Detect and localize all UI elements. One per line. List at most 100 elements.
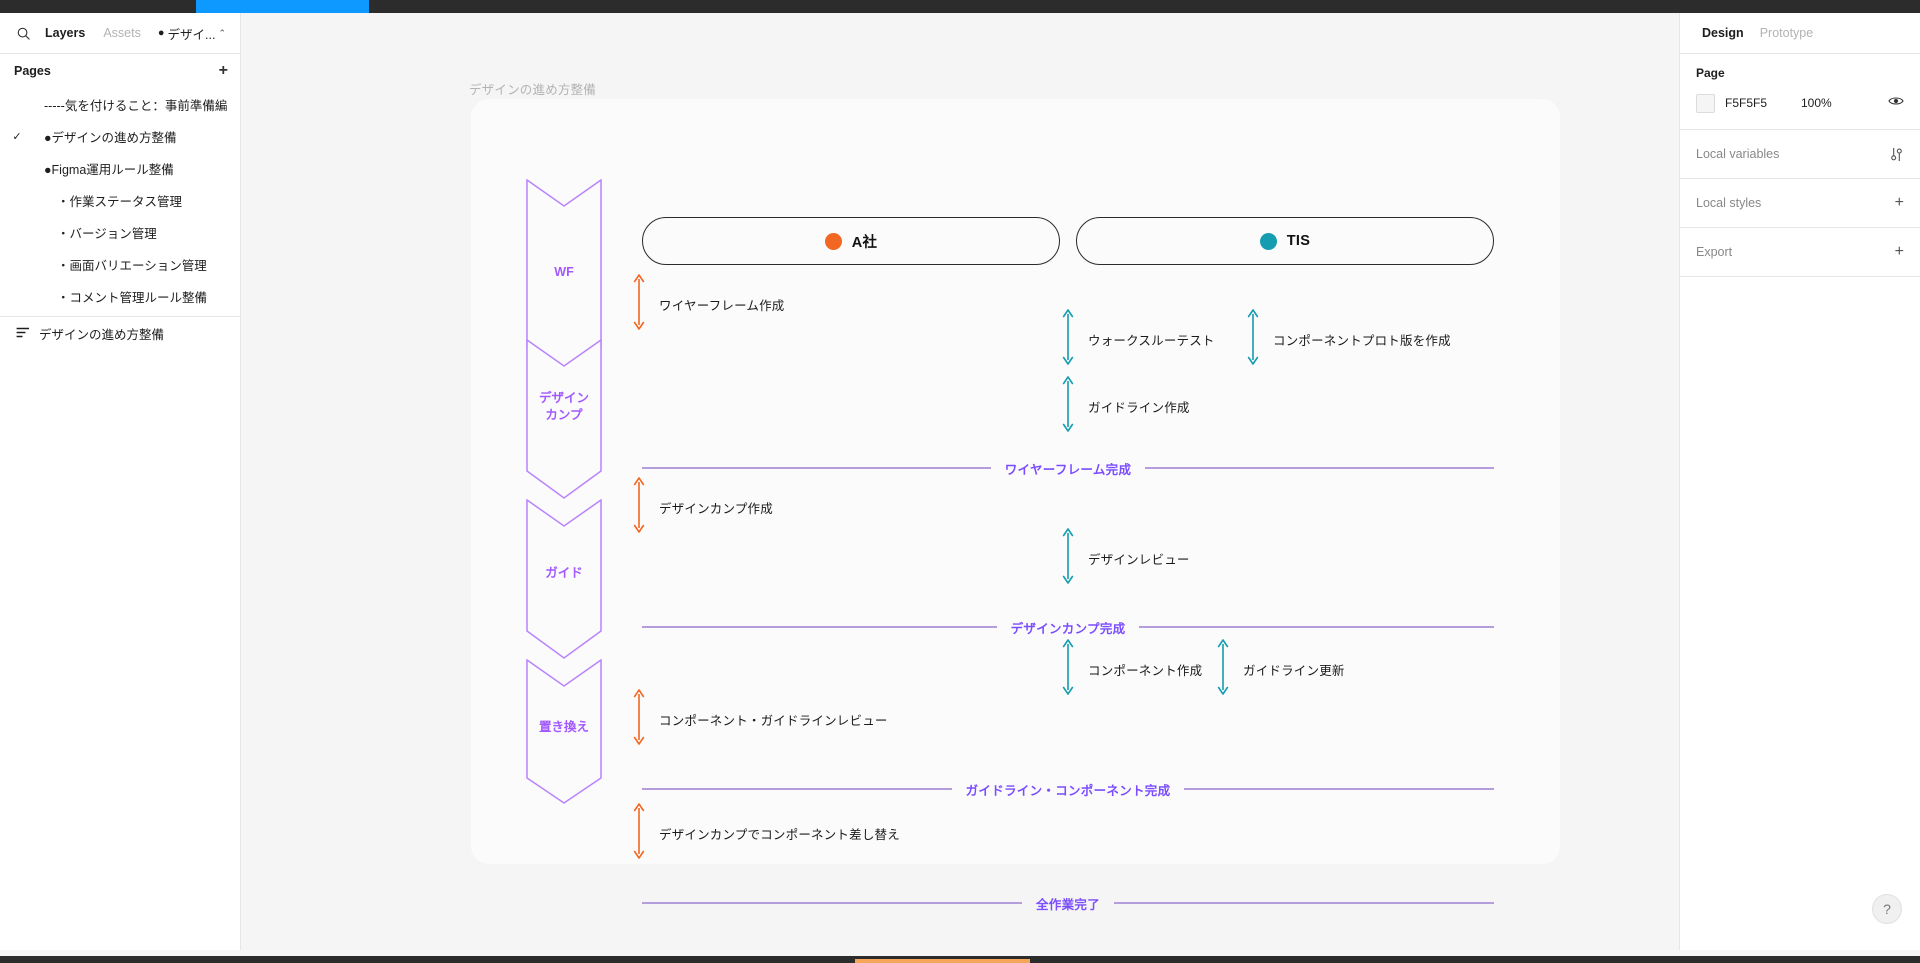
page-fill-row: F5F5F5 100% bbox=[1696, 91, 1904, 115]
task-label-9: デザインカンプでコンポーネント差し替え bbox=[659, 828, 900, 842]
task-label-3: ガイドライン作成 bbox=[1088, 401, 1190, 415]
eye-icon[interactable] bbox=[1888, 94, 1904, 112]
branch-selector[interactable]: ● デザイ... ⌃ bbox=[158, 24, 230, 43]
phase-label-wf: WF bbox=[554, 265, 574, 279]
phase-chevron-comp[interactable]: デザインカンプ bbox=[526, 339, 602, 499]
bottom-toolbar-bar bbox=[0, 956, 1920, 963]
page-item-0[interactable]: -----気を付けること：事前準備編 bbox=[0, 88, 240, 120]
plus-icon[interactable]: + bbox=[1894, 243, 1904, 260]
task-label-4: デザインカンプ作成 bbox=[659, 502, 773, 516]
frame-title[interactable]: デザインの進め方整備 bbox=[469, 83, 597, 97]
milestone-label-0: ワイヤーフレーム完成 bbox=[1004, 462, 1132, 477]
company-header-tis[interactable]: TIS bbox=[1076, 217, 1494, 265]
layer-item-frame[interactable]: デザインの進め方整備 bbox=[0, 317, 240, 349]
tab-prototype[interactable]: Prototype bbox=[1759, 26, 1814, 40]
tab-layers[interactable]: Layers bbox=[45, 26, 86, 40]
company-dot-tis-icon bbox=[1259, 232, 1277, 250]
company-name-a: A社 bbox=[851, 234, 878, 251]
pages-title: Pages bbox=[14, 64, 51, 78]
page-selected-check-icon: ✓ bbox=[12, 130, 22, 143]
layer-label: デザインの進め方整備 bbox=[39, 327, 165, 342]
pages-header: Pages + bbox=[0, 54, 240, 88]
milestone-label-2: ガイドライン・コンポーネント完成 bbox=[965, 783, 1171, 798]
task-row-6[interactable]: コンポーネント作成 bbox=[1061, 639, 1202, 700]
add-page-button[interactable]: + bbox=[218, 62, 228, 79]
task-label-7: ガイドライン更新 bbox=[1243, 664, 1345, 678]
phase-label-comp: デザインカンプ bbox=[538, 391, 589, 422]
pages-list: -----気を付けること：事前準備編 ✓ ●デザインの進め方整備 ●Figma運… bbox=[0, 88, 240, 316]
task-row-1[interactable]: ウォークスルーテスト bbox=[1061, 309, 1215, 370]
question-mark-icon: ? bbox=[1883, 901, 1891, 917]
right-panel-tab-bar: Design Prototype bbox=[1680, 13, 1920, 54]
task-label-8: コンポーネント・ガイドラインレビュー bbox=[659, 714, 888, 728]
search-icon[interactable] bbox=[10, 20, 36, 46]
branch-dot-icon: ● bbox=[157, 27, 165, 39]
export-label: Export bbox=[1696, 245, 1733, 259]
milestone-line-left bbox=[642, 902, 1022, 904]
double-arrow-orange-icon bbox=[632, 803, 646, 864]
milestone-1[interactable]: デザインカンプ完成 bbox=[642, 618, 1495, 636]
phase-label-guide: ガイド bbox=[545, 566, 583, 580]
phase-chevron-guide[interactable]: ガイド bbox=[526, 499, 602, 659]
tab-design[interactable]: Design bbox=[1702, 26, 1744, 40]
canvas-area[interactable]: デザインの進め方整備 A社 TIS WF bbox=[241, 13, 1679, 950]
page-label-2: ●Figma運用ルール整備 bbox=[44, 162, 174, 177]
task-row-2[interactable]: コンポーネントプロト版を作成 bbox=[1246, 309, 1451, 370]
phase-label-replace: 置き換え bbox=[538, 720, 589, 734]
help-button[interactable]: ? bbox=[1872, 894, 1902, 924]
company-dot-a-icon bbox=[824, 232, 842, 250]
company-name-tis: TIS bbox=[1286, 233, 1311, 249]
frame-icon bbox=[16, 326, 30, 340]
milestone-line-right bbox=[1184, 788, 1494, 790]
milestone-label-1: デザインカンプ完成 bbox=[1010, 621, 1126, 636]
milestone-line-left bbox=[642, 788, 952, 790]
row-local-variables[interactable]: Local variables bbox=[1680, 130, 1920, 179]
milestone-line-right bbox=[1114, 902, 1495, 904]
row-local-styles[interactable]: Local styles + bbox=[1680, 179, 1920, 228]
page-item-3[interactable]: ・作業ステータス管理 bbox=[0, 184, 240, 216]
double-arrow-teal-icon bbox=[1061, 376, 1075, 437]
milestone-0[interactable]: ワイヤーフレーム完成 bbox=[642, 459, 1495, 477]
page-item-6[interactable]: ・コメント管理ルール整備 bbox=[0, 280, 240, 312]
task-row-9[interactable]: デザインカンプでコンポーネント差し替え bbox=[632, 803, 900, 864]
task-label-0: ワイヤーフレーム作成 bbox=[659, 299, 785, 313]
task-row-5[interactable]: デザインレビュー bbox=[1061, 528, 1190, 589]
sidebar-tab-bar: Layers Assets ● デザイ... ⌃ bbox=[0, 13, 240, 54]
right-properties-panel: Design Prototype Page F5F5F5 100% Local … bbox=[1679, 13, 1920, 950]
task-row-3[interactable]: ガイドライン作成 bbox=[1061, 376, 1190, 437]
page-item-4[interactable]: ・バージョン管理 bbox=[0, 216, 240, 248]
double-arrow-teal-icon bbox=[1061, 528, 1075, 589]
double-arrow-teal-icon bbox=[1246, 309, 1260, 370]
row-export[interactable]: Export + bbox=[1680, 228, 1920, 277]
page-item-2[interactable]: ●Figma運用ルール整備 bbox=[0, 152, 240, 184]
bottom-toolbar-accent bbox=[855, 959, 1030, 963]
page-label-6: ・コメント管理ルール整備 bbox=[57, 290, 208, 305]
top-toolbar-active-indicator bbox=[196, 0, 369, 13]
milestone-3[interactable]: 全作業完了 bbox=[642, 894, 1495, 912]
double-arrow-teal-icon bbox=[1061, 639, 1075, 700]
milestone-line-left bbox=[642, 626, 997, 628]
color-swatch[interactable] bbox=[1696, 93, 1715, 113]
task-row-0[interactable]: ワイヤーフレーム作成 bbox=[632, 274, 785, 335]
task-label-1: ウォークスルーテスト bbox=[1088, 334, 1215, 348]
design-frame: A社 TIS WF デザインカンプ bbox=[471, 99, 1560, 912]
sliders-icon[interactable] bbox=[1889, 147, 1904, 162]
page-item-5[interactable]: ・画面バリエーション管理 bbox=[0, 248, 240, 280]
page-item-1-selected[interactable]: ✓ ●デザインの進め方整備 bbox=[0, 120, 240, 152]
task-row-7[interactable]: ガイドライン更新 bbox=[1216, 639, 1345, 700]
milestone-2[interactable]: ガイドライン・コンポーネント完成 bbox=[642, 780, 1494, 798]
task-row-4[interactable]: デザインカンプ作成 bbox=[632, 477, 773, 538]
plus-icon[interactable]: + bbox=[1894, 194, 1904, 211]
page-label-1: ●デザインの進め方整備 bbox=[44, 130, 177, 145]
milestone-line-right bbox=[1145, 467, 1495, 469]
tab-assets[interactable]: Assets bbox=[103, 26, 141, 40]
task-row-8[interactable]: コンポーネント・ガイドラインレビュー bbox=[632, 689, 888, 750]
fill-opacity-value[interactable]: 100% bbox=[1801, 96, 1832, 110]
phase-chevron-replace[interactable]: 置き換え bbox=[526, 659, 602, 804]
page-label-4: ・バージョン管理 bbox=[57, 226, 157, 241]
local-styles-label: Local styles bbox=[1696, 196, 1762, 210]
fill-hex-value[interactable]: F5F5F5 bbox=[1725, 96, 1768, 110]
company-header-a[interactable]: A社 bbox=[642, 217, 1060, 265]
milestone-line-right bbox=[1139, 626, 1495, 628]
